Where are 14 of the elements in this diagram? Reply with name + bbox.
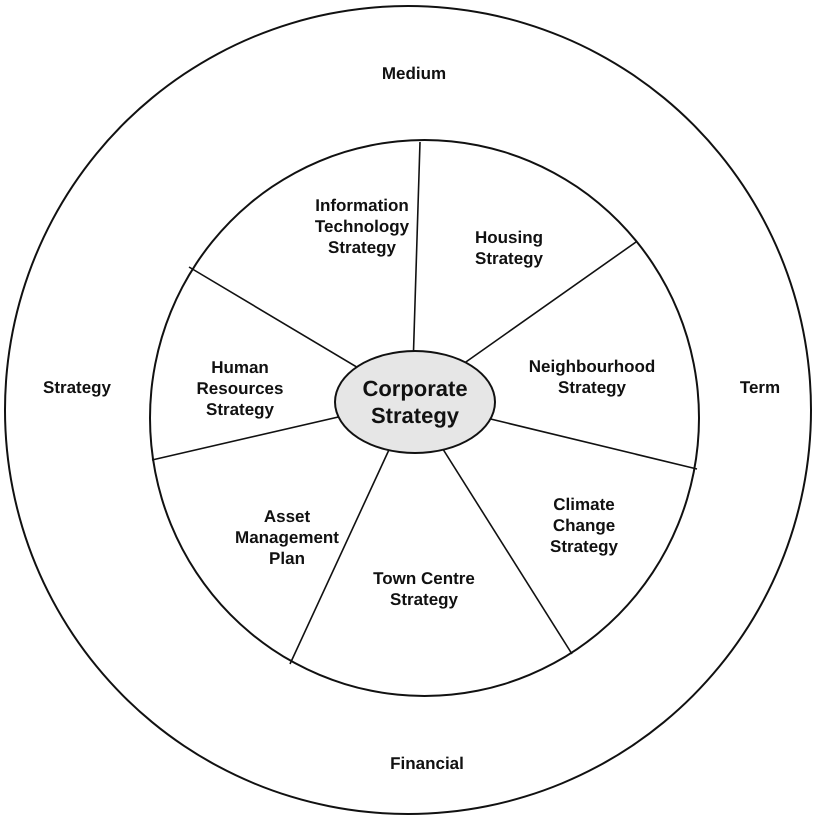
sector-text: Town Centre Strategy <box>359 568 489 610</box>
ring-label: Term <box>740 377 780 398</box>
sector-text: Housing Strategy <box>449 227 569 269</box>
ring-label: Strategy <box>42 377 112 398</box>
ring-label: Medium <box>382 63 446 84</box>
sector-text: Human Resources Strategy <box>180 356 300 420</box>
sector-text: Climate Change Strategy <box>529 494 639 556</box>
ring-label: Financial <box>390 753 464 774</box>
center-ellipse: Corporate Strategy <box>334 350 496 454</box>
sector-text: Asset Management Plan <box>227 506 347 568</box>
sector-text: Neighbourhood Strategy <box>517 356 667 398</box>
outer-ring <box>4 5 812 815</box>
inner-circle <box>149 139 700 697</box>
sector-text: Information Technology Strategy <box>287 194 437 258</box>
